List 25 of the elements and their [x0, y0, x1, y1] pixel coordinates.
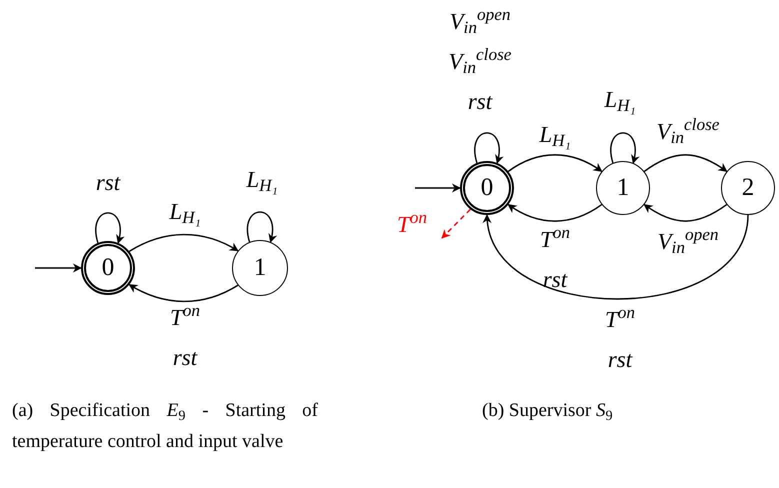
arrow — [610, 132, 640, 164]
arrow — [128, 234, 239, 252]
edge-label: T$^{on}$ — [396, 207, 428, 239]
arrow — [644, 154, 728, 172]
arrow — [508, 154, 602, 172]
arrow — [484, 214, 749, 300]
edge-label: T$^{on}$ rst — [604, 302, 636, 374]
arrow — [95, 212, 124, 244]
arrow — [246, 212, 277, 243]
arrow — [128, 284, 238, 302]
edge-label: L$_{H₁}$ — [246, 166, 278, 198]
edge-label: rst — [96, 169, 120, 197]
arrow — [415, 184, 461, 192]
edge-label: L$_{H₁}$ — [604, 86, 636, 118]
edge-label: L$_{H₁}$ — [169, 198, 201, 230]
subfigure-caption: (a) Specification E$_{9}$ - Starting of temperature control and input valve — [12, 399, 318, 454]
arrow — [644, 204, 728, 222]
arrow — [508, 204, 602, 222]
arrow — [441, 208, 471, 239]
edge-label: L$_{H₁}$ — [539, 121, 571, 152]
arrow — [35, 264, 82, 272]
arrow — [474, 132, 504, 164]
edge-label: T$^{on}$ rst — [168, 300, 202, 372]
subfigure-caption: (b) Supervisor S$_{9}$ — [482, 399, 614, 426]
edge-label: T$^{on}$ rst — [538, 222, 572, 294]
